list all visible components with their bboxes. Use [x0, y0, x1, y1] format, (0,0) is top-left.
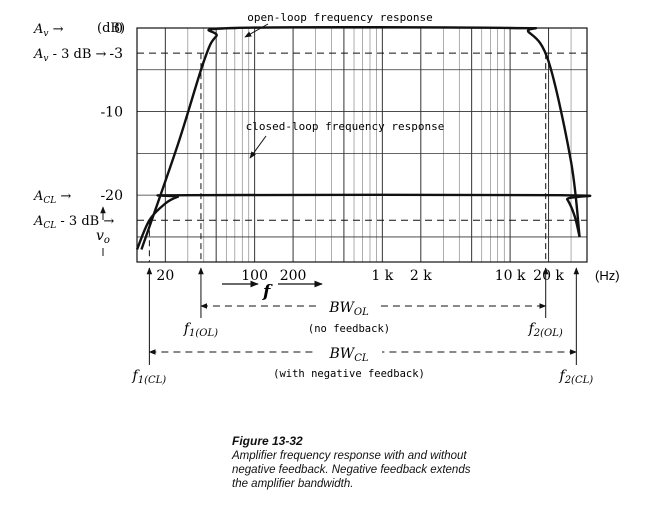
- f2-ol-label: f2(OL): [528, 321, 563, 339]
- plot-frame: [136, 27, 588, 263]
- x-tick-label: 20 k: [533, 268, 564, 284]
- closed-loop-label: closed-loop frequency response: [246, 120, 445, 133]
- bw-ol-note: (no feedback): [308, 323, 390, 335]
- x-tick-label: 100: [241, 268, 268, 284]
- closed-loop-curve: [135, 193, 592, 250]
- x-tick-label: 20: [156, 268, 174, 284]
- bw-ol-label: BWOL: [328, 300, 369, 318]
- y-side-label: Av →: [33, 22, 64, 39]
- figure-caption: Figure 13-32 Amplifier frequency respons…: [232, 434, 472, 491]
- caption-text: Amplifier frequency response with and wi…: [232, 450, 471, 490]
- bw-cl-label: BWCL: [329, 346, 369, 364]
- y-tick-label: 0: [114, 21, 123, 37]
- y-tick-label: -3: [109, 46, 123, 62]
- y-unit-label: (dB): [97, 21, 125, 36]
- y-side-label: ACL - 3 dB →: [33, 214, 114, 231]
- x-tick-label: 10 k: [495, 268, 526, 284]
- f-axis-label: f: [262, 282, 273, 302]
- y-tick-label: -10: [100, 105, 123, 121]
- x-unit-label: (Hz): [595, 268, 620, 283]
- f2-cl-label: f2(CL): [559, 368, 594, 386]
- y-side-label: Av - 3 dB →: [33, 47, 107, 64]
- open-loop-label: open-loop frequency response: [247, 11, 432, 24]
- bw-cl-note: (with negative feedback): [273, 368, 425, 380]
- caption-title: Figure 13-32: [232, 434, 303, 448]
- y-side-label: ACL →: [33, 189, 71, 206]
- x-tick-label: 2 k: [410, 268, 432, 284]
- bw-cl-label-bg: [316, 341, 382, 361]
- open-loop-arrow: [244, 23, 269, 38]
- y-tick-label: -20: [100, 188, 123, 204]
- closed-loop-arrow: [249, 135, 267, 159]
- x-tick-label: 200: [280, 268, 307, 284]
- vo-label: vo: [96, 228, 110, 246]
- x-tick-label: 1 k: [371, 268, 393, 284]
- open-loop-curve: [140, 25, 581, 250]
- f1-cl-label: f1(CL): [132, 368, 167, 386]
- bw-ol-label-bg: [318, 295, 380, 315]
- f1-ol-label: f1(OL): [183, 321, 218, 339]
